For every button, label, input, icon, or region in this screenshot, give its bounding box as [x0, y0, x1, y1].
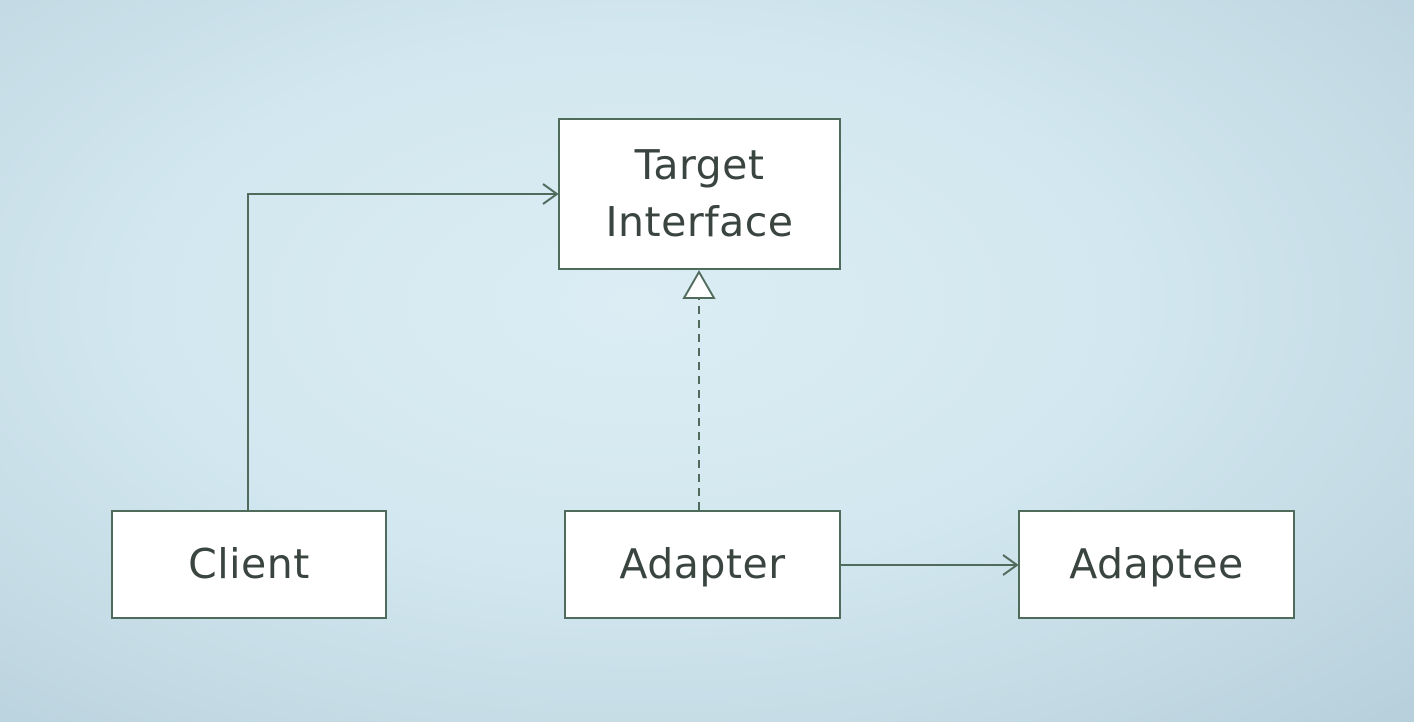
- client-label: Client: [188, 540, 310, 589]
- client-box: Client: [111, 510, 387, 619]
- target-interface-box: Target Interface: [558, 118, 841, 270]
- adapter-to-target-realization: [682, 269, 716, 510]
- adapter-label: Adapter: [619, 540, 786, 589]
- adapter-box: Adapter: [564, 510, 841, 619]
- client-to-target-arrow: [247, 183, 559, 510]
- adaptee-box: Adaptee: [1018, 510, 1295, 619]
- adapter-to-adaptee-arrow: [841, 554, 1019, 576]
- adaptee-label: Adaptee: [1069, 540, 1244, 589]
- target-interface-label: Target Interface: [605, 141, 794, 246]
